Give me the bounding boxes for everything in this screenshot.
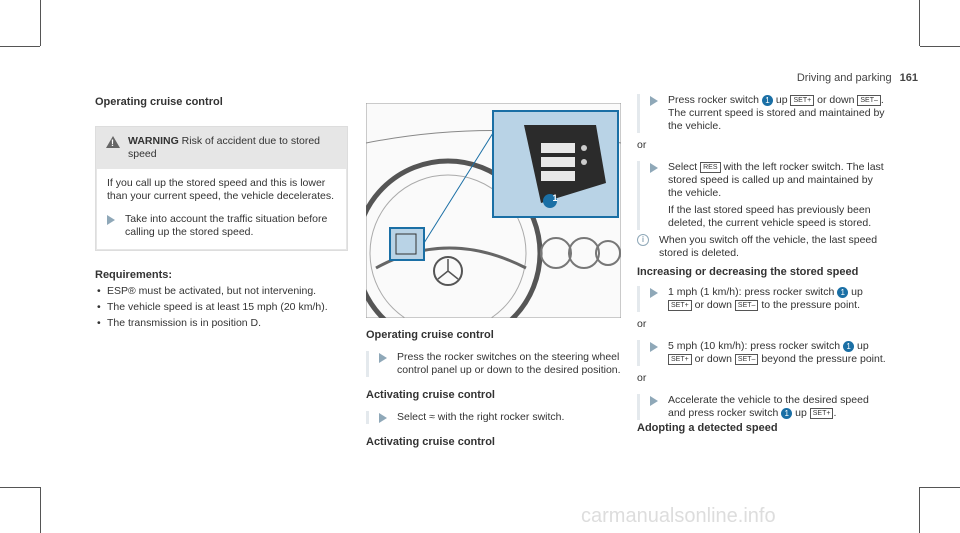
- middle-column: 1 Operating cruise control Press the roc…: [366, 96, 621, 448]
- warning-step: Take into account the traffic situation …: [125, 213, 328, 238]
- section-title: Driving and parking: [796, 72, 892, 84]
- crop-mark: [0, 46, 40, 47]
- callout-badge: 1: [781, 407, 793, 419]
- step-arrow-icon: [650, 396, 658, 406]
- crop-mark: [920, 46, 960, 47]
- warning-label: WARNING: [128, 135, 179, 147]
- crop-mark: [40, 487, 41, 533]
- step-text: beyond the pressure point.: [761, 353, 886, 365]
- step-text: up: [775, 94, 788, 106]
- set-minus-icon: SET–: [857, 94, 881, 106]
- step-text: 1 mph (1 km/h): press rocker switch: [668, 286, 835, 298]
- note-text: When you switch off the vehicle, the las…: [659, 234, 878, 259]
- crop-mark: [0, 487, 40, 488]
- section-heading: Operating cruise control: [95, 96, 223, 108]
- step-arrow-icon: [650, 342, 658, 352]
- watermark: carmanualsonline.info: [581, 505, 776, 527]
- or-text: or: [637, 139, 647, 151]
- right-column: Press rocker switch 1 up SET+ or down SE…: [637, 94, 886, 434]
- step-text: Select ≈ with the right rocker switch.: [397, 411, 565, 423]
- page-number: 161: [899, 72, 918, 84]
- warning-title: Risk of accident due to stored speed: [128, 135, 320, 160]
- set-plus-icon: SET+: [668, 353, 692, 365]
- step-text: up: [851, 286, 863, 298]
- callout-number: 1: [552, 193, 558, 203]
- crop-mark: [920, 487, 960, 488]
- set-plus-icon: SET+: [668, 299, 692, 311]
- running-header: Driving and parking 161: [797, 72, 918, 84]
- requirements-list: ESP® must be activated, but not interven…: [95, 285, 348, 330]
- step-arrow-icon: [650, 288, 658, 298]
- step-text: Press the rocker switches on the steerin…: [397, 351, 621, 376]
- set-minus-icon: SET–: [734, 299, 759, 311]
- step-text: or down: [817, 94, 855, 106]
- callout-badge: 1: [761, 94, 773, 106]
- res-icon: RES: [700, 161, 721, 173]
- callout-badge: 1: [837, 286, 849, 298]
- left-column: Operating cruise control WARNING Risk of…: [95, 96, 348, 330]
- step-arrow-icon: [650, 96, 658, 106]
- or-text: or: [637, 318, 647, 330]
- requirements-heading: Requirements:: [95, 269, 173, 281]
- step-text: with the left rocker switch. The last st…: [668, 161, 884, 199]
- step-text: The current speed is stored and maintain…: [668, 107, 885, 132]
- list-item: ESP® must be activated, but not interven…: [95, 285, 348, 298]
- section-heading: Increasing or decreasing the stored spee…: [637, 266, 859, 278]
- section-heading: Activating cruise control: [366, 389, 495, 401]
- list-item: The transmission is in position D.: [95, 317, 348, 330]
- section-heading: Adopting a detected speed: [637, 422, 778, 434]
- warning-icon: [106, 136, 120, 148]
- callout-badge: 1: [843, 340, 855, 352]
- step-text: to the pressure point.: [761, 299, 860, 311]
- set-minus-icon: SET–: [734, 353, 759, 365]
- step-text: or down: [694, 299, 732, 311]
- crop-mark: [919, 0, 920, 46]
- info-icon: i: [637, 234, 649, 246]
- set-plus-icon: SET+: [809, 407, 834, 419]
- step-text: or down: [694, 353, 732, 365]
- warning-box: WARNING Risk of accident due to stored s…: [95, 126, 348, 251]
- step-text: up: [795, 407, 807, 419]
- step-text: up: [856, 340, 869, 352]
- crop-mark: [919, 487, 920, 533]
- or-text: or: [637, 372, 647, 384]
- step-arrow-icon: [379, 353, 387, 363]
- crop-mark: [40, 0, 41, 46]
- step-text: Accelerate the vehicle to the desired sp…: [668, 394, 869, 419]
- step-arrow-icon: [650, 163, 658, 173]
- section-heading: Activating cruise control: [366, 436, 495, 448]
- steering-wheel-figure: [366, 103, 621, 318]
- step-arrow-icon: [379, 413, 387, 423]
- section-heading: Operating cruise control: [366, 329, 494, 341]
- step-text: If the last stored speed has previously …: [668, 204, 872, 229]
- step-text: 5 mph (10 km/h): press rocker switch: [668, 340, 841, 352]
- list-item: The vehicle speed is at least 15 mph (20…: [95, 301, 348, 314]
- warning-body: If you call up the stored speed and this…: [107, 177, 335, 202]
- set-plus-icon: SET+: [790, 94, 815, 106]
- step-text: Select: [668, 161, 698, 173]
- step-arrow-icon: [107, 215, 115, 225]
- step-text: Press rocker switch: [668, 94, 760, 106]
